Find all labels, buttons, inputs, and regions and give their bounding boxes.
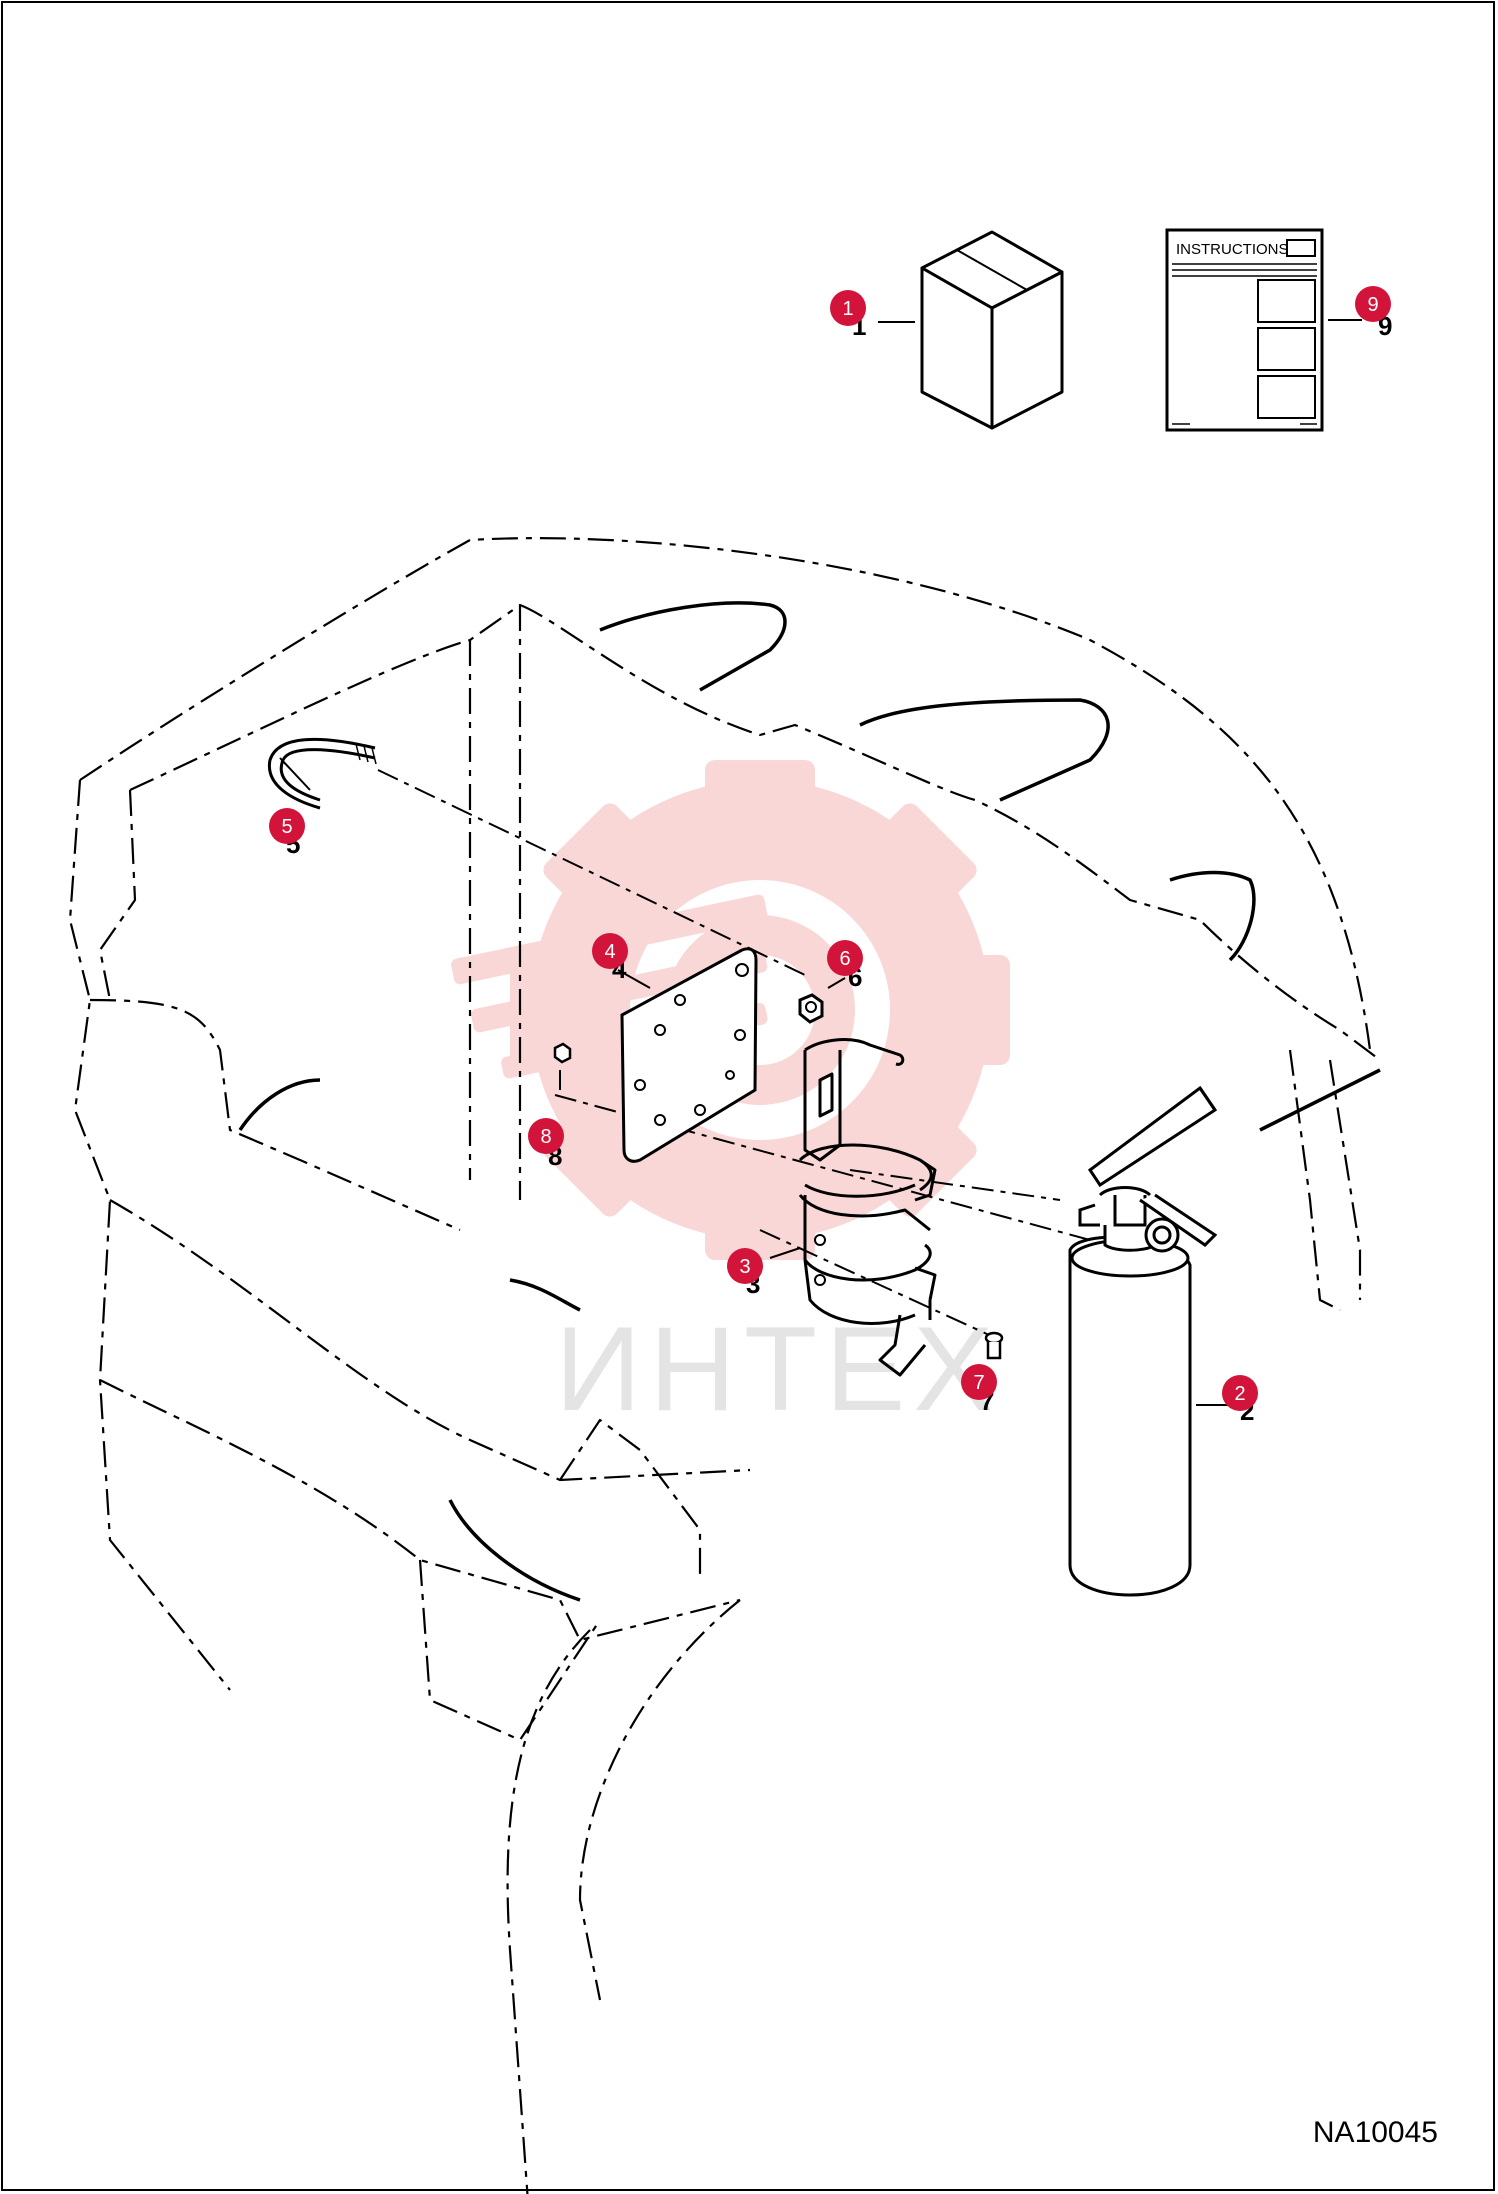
body-vents [238, 601, 1381, 1602]
callout-1[interactable]: 1 [830, 290, 866, 326]
svg-text:1: 1 [842, 298, 853, 320]
callout-2[interactable]: 2 [1222, 1375, 1258, 1411]
instruction-sheet: INSTRUCTIONS [1165, 228, 1324, 432]
callout-7[interactable]: 7 [961, 1364, 997, 1400]
svg-text:9: 9 [1367, 294, 1378, 316]
svg-text:2: 2 [1234, 1383, 1245, 1405]
svg-text:3: 3 [739, 1256, 750, 1278]
svg-text:6: 6 [839, 948, 850, 970]
svg-text:7: 7 [973, 1372, 984, 1394]
u-bolt [267, 737, 377, 810]
figure-id: NA10045 [1312, 2116, 1438, 2149]
kit-box [920, 230, 1064, 430]
svg-text:5: 5 [281, 816, 292, 838]
machine-body-outline [68, 537, 1381, 2194]
callout-9[interactable]: 9 [1355, 286, 1391, 322]
fire-extinguisher [1068, 1085, 1218, 1597]
extinguisher-bracket [798, 1038, 937, 1377]
callout-6[interactable]: 6 [827, 940, 863, 976]
svg-text:8: 8 [540, 1126, 551, 1148]
callout-3[interactable]: 3 [727, 1248, 763, 1284]
mounting-plate [620, 947, 758, 1163]
instructions-title: INSTRUCTIONS [1176, 241, 1289, 258]
svg-text:4: 4 [604, 941, 615, 963]
bolt-7 [984, 1331, 1004, 1360]
watermark-text: ИНТЕХ [555, 1302, 1001, 1436]
nut-8 [553, 1042, 572, 1064]
callout-5[interactable]: 5 [269, 808, 305, 844]
callout-4[interactable]: 4 [592, 933, 628, 969]
nut-6 [798, 993, 824, 1024]
callout-8[interactable]: 8 [528, 1118, 564, 1154]
